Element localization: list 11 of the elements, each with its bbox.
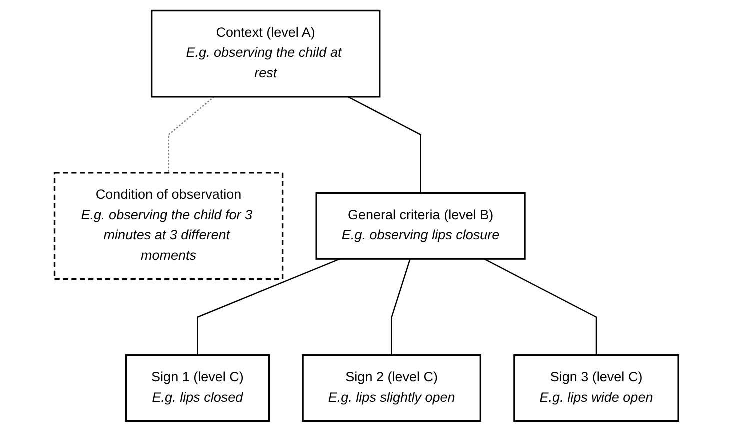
connector <box>484 258 597 356</box>
node-box: Sign 1 (level C) E.g. lips closed <box>125 354 270 422</box>
node-box: General criteria (level B) E.g. observing lips closure <box>316 192 526 260</box>
node-box: Condition of observation E.g. observing the child for 3 minutes at 3 different moments <box>54 172 284 280</box>
connector <box>168 96 215 173</box>
node-box: Sign 3 (level C) E.g. lips wide open <box>513 354 680 422</box>
node-box: Context (level A) E.g. observing the child at rest <box>150 10 381 98</box>
connector <box>196 258 340 356</box>
connector <box>348 96 422 194</box>
node-box: Sign 2 (level C) E.g. lips slightly open <box>302 354 482 422</box>
connector <box>391 258 411 356</box>
